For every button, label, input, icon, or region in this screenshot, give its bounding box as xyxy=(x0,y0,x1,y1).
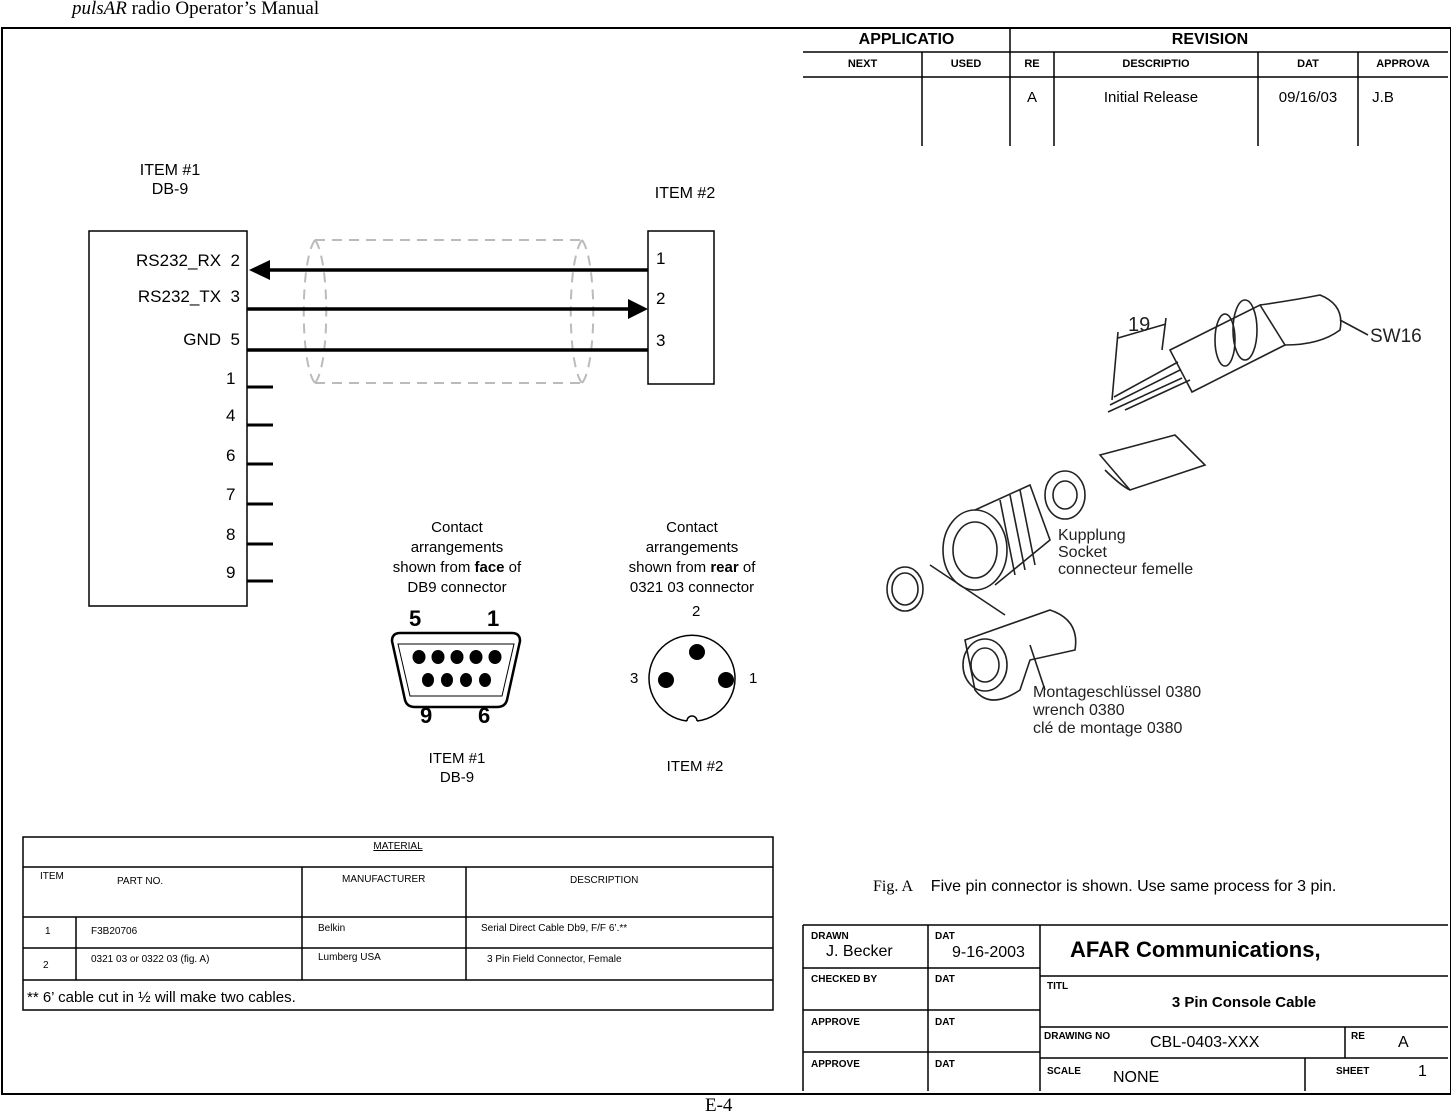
drawn-value: J. Becker xyxy=(826,943,893,960)
material-row1-part: F3B20706 xyxy=(91,926,138,937)
arrow-tx xyxy=(628,299,648,319)
rev-approval: J.B xyxy=(1372,89,1394,106)
db9-pin-label-5: 5 xyxy=(409,606,422,631)
rear-item-label: ITEM #2 xyxy=(666,758,724,775)
rev-date: 09/16/03 xyxy=(1278,89,1338,106)
db9-pin-label-9: 9 xyxy=(420,703,433,728)
rear-caption: Contact arrangements shown from rear of … xyxy=(628,519,756,596)
material-col-item: ITEM xyxy=(40,871,64,882)
connector-illustration xyxy=(886,294,1369,701)
wrench-size-label: SW16 xyxy=(1370,326,1422,347)
approve1-label: APPROVE xyxy=(811,1017,860,1028)
item1-type: DB-9 xyxy=(151,181,189,198)
item1-box xyxy=(88,230,248,607)
title-label: TITL xyxy=(1047,981,1069,992)
sheet-label: SHEET xyxy=(1336,1066,1370,1077)
figure-text: Five pin connector is shown. Use same pr… xyxy=(930,878,1337,895)
page-number: E-4 xyxy=(705,1095,733,1116)
material-col-part: PART NO. xyxy=(117,876,164,887)
date-value: 9-16-2003 xyxy=(952,944,1025,961)
cable-shield xyxy=(302,239,595,384)
rev-description: Initial Release xyxy=(1103,89,1199,106)
material-grid xyxy=(22,836,774,1011)
item2-pin-3: 3 xyxy=(656,331,666,350)
db9-pin-5: GND 5 xyxy=(183,330,240,349)
col-used: USED xyxy=(950,58,982,70)
face-item-label: ITEM #1 DB-9 xyxy=(428,750,486,786)
drawing-no-value: CBL-0403-XXX xyxy=(1150,1034,1260,1051)
material-row2-description: 3 Pin Field Connector, Female xyxy=(487,954,622,965)
circ-pin-label-1: 1 xyxy=(749,670,758,687)
figure-label: Fig. A xyxy=(873,878,914,895)
col-description: DESCRIPTIO xyxy=(1122,58,1190,70)
rev-value-block: A xyxy=(1398,1034,1409,1051)
socket-label: Kupplung Socket connecteur femelle xyxy=(1058,527,1194,578)
header-title: radio Operator’s Manual xyxy=(126,0,320,19)
face-caption: Contact arrangements shown from face of … xyxy=(392,519,522,596)
approve2-date-label: DAT xyxy=(935,1059,955,1070)
title-block-grid xyxy=(802,924,1448,1091)
col-date: DAT xyxy=(1297,58,1319,70)
revision-label: REVISION xyxy=(1171,31,1249,48)
title-value: 3 Pin Console Cable xyxy=(1171,994,1317,1011)
db9-face-graphic xyxy=(390,631,522,709)
item2-pin-1: 1 xyxy=(656,249,666,268)
col-next: NEXT xyxy=(847,58,878,70)
wrench-label: Montageschlüssel 0380 wrench 0380 clé de… xyxy=(1033,684,1202,737)
material-row1-item: 1 xyxy=(45,926,51,937)
item1-label: ITEM #1 xyxy=(139,162,201,179)
application-label: APPLICATIO xyxy=(858,31,955,48)
db9-pin-label-6: 6 xyxy=(478,703,491,728)
db9-pin-4: 4 xyxy=(226,406,236,425)
checked-label: CHECKED BY xyxy=(811,974,878,985)
material-row2-manufacturer: Lumberg USA xyxy=(318,952,381,963)
rev-label: RE xyxy=(1351,1031,1365,1042)
item2-pin-2: 2 xyxy=(656,289,666,308)
approve2-label: APPROVE xyxy=(811,1059,860,1070)
item2-label: ITEM #2 xyxy=(654,185,716,202)
db9-pin-6: 6 xyxy=(226,446,236,465)
rev-value: A xyxy=(1026,89,1037,106)
figure-caption: Fig. A Five pin connector is shown. Use … xyxy=(873,878,1336,896)
material-row1-manufacturer: Belkin xyxy=(318,923,346,934)
approve1-date-label: DAT xyxy=(935,1017,955,1028)
material-row2-item: 2 xyxy=(43,960,49,971)
revision-grid xyxy=(803,29,1448,146)
material-col-manufacturer: MANUFACTURER xyxy=(342,874,426,885)
page-header: pulsAR radio Operator’s Manual xyxy=(72,0,319,20)
db9-pin-label-1: 1 xyxy=(487,606,500,631)
circ-pin-label-2: 2 xyxy=(692,603,701,620)
db9-pin-9: 9 xyxy=(226,563,236,582)
signal-wires xyxy=(247,268,648,352)
db9-pin-3: RS232_TX 3 xyxy=(137,287,240,306)
db9-pin-2: RS232_RX 2 xyxy=(136,251,240,270)
item1-heading: ITEM #1 DB-9 xyxy=(120,161,220,199)
scale-value: NONE xyxy=(1113,1069,1160,1086)
circular-connector-graphic xyxy=(648,634,736,722)
drawing-no-label: DRAWING NO xyxy=(1044,1031,1111,1042)
item2-box xyxy=(647,230,715,385)
material-col-description: DESCRIPTION xyxy=(570,875,639,886)
company-name: AFAR Communications, xyxy=(1070,937,1321,962)
db9-pin-1: 1 xyxy=(226,369,236,388)
col-rev: RE xyxy=(1024,58,1040,70)
material-row1-description: Serial Direct Cable Db9, F/F 6’.** xyxy=(481,923,628,934)
db9-pin-8: 8 xyxy=(226,525,236,544)
product-name: pulsAR xyxy=(72,0,127,19)
circ-pin-label-3: 3 xyxy=(630,670,639,687)
material-row2-part: 0321 03 or 0322 03 (fig. A) xyxy=(91,954,210,965)
date-label: DAT xyxy=(935,931,955,942)
material-note: ** 6’ cable cut in ½ will make two cable… xyxy=(27,989,296,1006)
unused-pin-stubs xyxy=(247,385,273,583)
material-title: MATERIAL xyxy=(373,841,423,852)
sheet-value: 1 xyxy=(1418,1063,1427,1080)
checked-date-label: DAT xyxy=(935,974,955,985)
db9-pin-7: 7 xyxy=(226,485,236,504)
col-approval: APPROVA xyxy=(1376,58,1430,70)
drawn-label: DRAWN xyxy=(811,931,849,942)
dimension-19: 19 xyxy=(1128,314,1151,336)
scale-label: SCALE xyxy=(1047,1066,1081,1077)
arrow-rx xyxy=(249,260,270,280)
